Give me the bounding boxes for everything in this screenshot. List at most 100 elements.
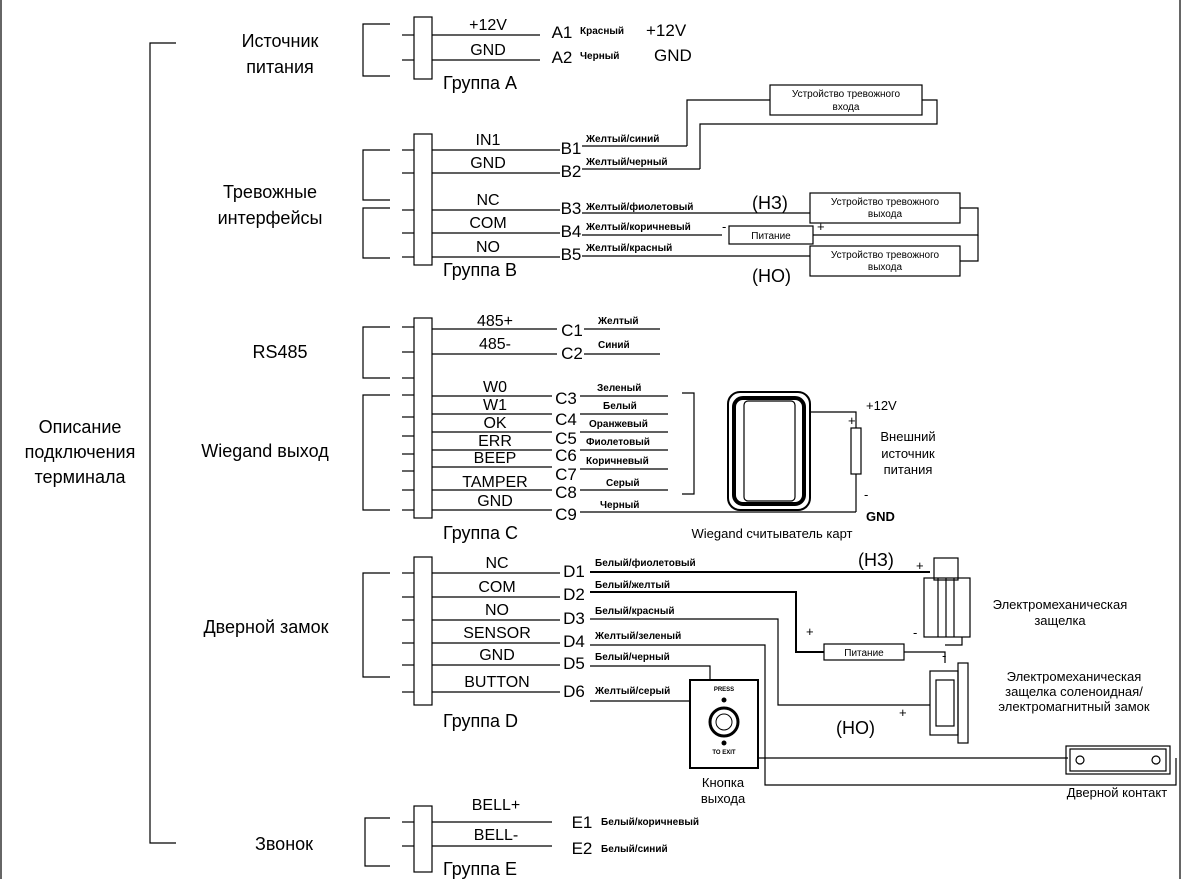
group-c: RS485 Wiegand выход 485+ 485- W0 W1 OK E… [201,313,935,543]
alarm-input-label-1: Устройство тревожного [792,89,901,100]
pin-c3: C3 [555,389,577,408]
section-alarm-2: интерфейсы [218,208,323,228]
pin-e1: E1 [572,813,593,832]
pin-d6: D6 [563,682,585,701]
signal-c4: W1 [483,397,507,414]
wire-c9: Черный [600,500,639,511]
pin-d2: D2 [563,585,585,604]
pin-a2: A2 [552,48,573,67]
wire-b2: Желтый/черный [585,157,668,168]
ext-plus12: +12V [866,398,897,413]
svg-text:+: + [899,705,907,720]
svg-text:+: + [817,219,825,234]
alarm-input-label-2: входа [833,102,860,113]
wire-d5: Белый/черный [595,652,670,663]
pin-c7: C7 [555,465,577,484]
wire-a1: Красный [580,26,624,37]
latch-nc [923,557,971,646]
signal-d3: NO [485,602,509,619]
exit-button: PRESS TO EXIT [689,679,759,769]
pin-b5: B5 [561,245,582,264]
alarm-nc-note: (НЗ) [752,193,788,213]
terminal-block-e [413,805,433,873]
wire-e2: Белый/синий [601,844,668,855]
door-power-label: Питание [844,648,884,659]
wiegand-reader [727,391,811,511]
pin-b2: B2 [561,162,582,181]
wire-b5: Желтый/красный [585,243,672,254]
bracket-b-top [362,149,390,201]
pin-d4: D4 [563,632,585,651]
solenoid-lock [929,662,969,744]
pin-c5: C5 [555,429,577,448]
svg-text:+: + [848,413,856,428]
terminal-block-b [413,133,433,266]
terminal-block-c [413,317,433,519]
ext-gnd: GND [866,509,895,524]
svg-text:+: + [916,558,924,573]
group-e-label: Группа E [443,859,517,879]
group-c-label: Группа C [443,523,518,543]
solenoid-label-1: Электромеханическая [1007,669,1142,684]
signal-d4: SENSOR [463,625,531,642]
wire-b4: Желтый/коричневый [585,222,691,233]
wire-c6: Фиолетовый [586,437,650,448]
latch-label-1: Электромеханическая [993,597,1128,612]
exit-button-label-2: выхода [701,791,746,806]
wire-a2: Черный [580,51,619,62]
pin-b4: B4 [561,222,582,241]
pin-b1: B1 [561,139,582,158]
signal-d2: COM [478,579,515,596]
wire-c8: Серый [606,478,640,489]
bracket-reader [682,392,695,495]
wire-c7: Коричневый [586,456,649,467]
pin-c8: C8 [555,483,577,502]
group-a-label: Группа A [443,73,517,93]
ext-power-label-2: источник [881,446,935,461]
wire-c5: Оранжевый [589,419,648,430]
bracket-b-bot [362,207,390,259]
section-door-lock: Дверной замок [203,617,328,637]
signal-c5: OK [483,415,506,432]
signal-c1: 485+ [477,313,513,330]
signal-b5: NO [476,239,500,256]
signal-c2: 485- [479,336,511,353]
wire-b3: Желтый/фиолетовый [585,201,693,213]
signal-c9: GND [477,493,513,510]
door-contact-label: Дверной контакт [1067,785,1167,800]
section-power-1: Источник [242,31,319,51]
solenoid-label-2: защелка соленоидная/ [1005,684,1143,699]
pin-c6: C6 [555,446,577,465]
terminal-block-d [413,556,433,706]
signal-b1: IN1 [476,132,501,149]
section-power-2: питания [246,57,314,77]
terminal-label-1: Описание [39,417,122,437]
signal-d1: NC [485,555,508,572]
pin-c4: C4 [555,410,577,429]
wire-b1: Желтый/синий [585,134,659,145]
alarm-power-label: Питание [751,231,791,242]
ext-power-label-3: питания [884,462,933,477]
signal-b3: NC [476,192,499,209]
wire-d6: Желтый/серый [594,686,670,697]
alarm-output-device-2 [809,245,961,277]
group-b-label: Группа B [443,260,517,280]
signal-e2: BELL- [474,827,518,844]
pin-c2: C2 [561,344,583,363]
signal-c7: BEEP [474,450,517,467]
svg-text:выхода: выхода [868,262,903,273]
door-power-box [823,643,905,661]
wire-c4: Белый [603,401,637,412]
svg-text:выхода: выхода [868,209,903,220]
section-alarm-1: Тревожные [223,182,317,202]
group-a: Источник питания +12V GND A1 A2 Красный … [242,16,692,93]
signal-d5: GND [479,647,515,664]
pin-b3: B3 [561,199,582,218]
signal-e1: BELL+ [472,797,520,814]
group-b: Тревожные интерфейсы IN1 GND NC COM NO B… [218,84,979,286]
alarm-input-device [769,84,923,116]
exit-button-press: PRESS [714,687,734,693]
section-bell: Звонок [255,834,313,854]
